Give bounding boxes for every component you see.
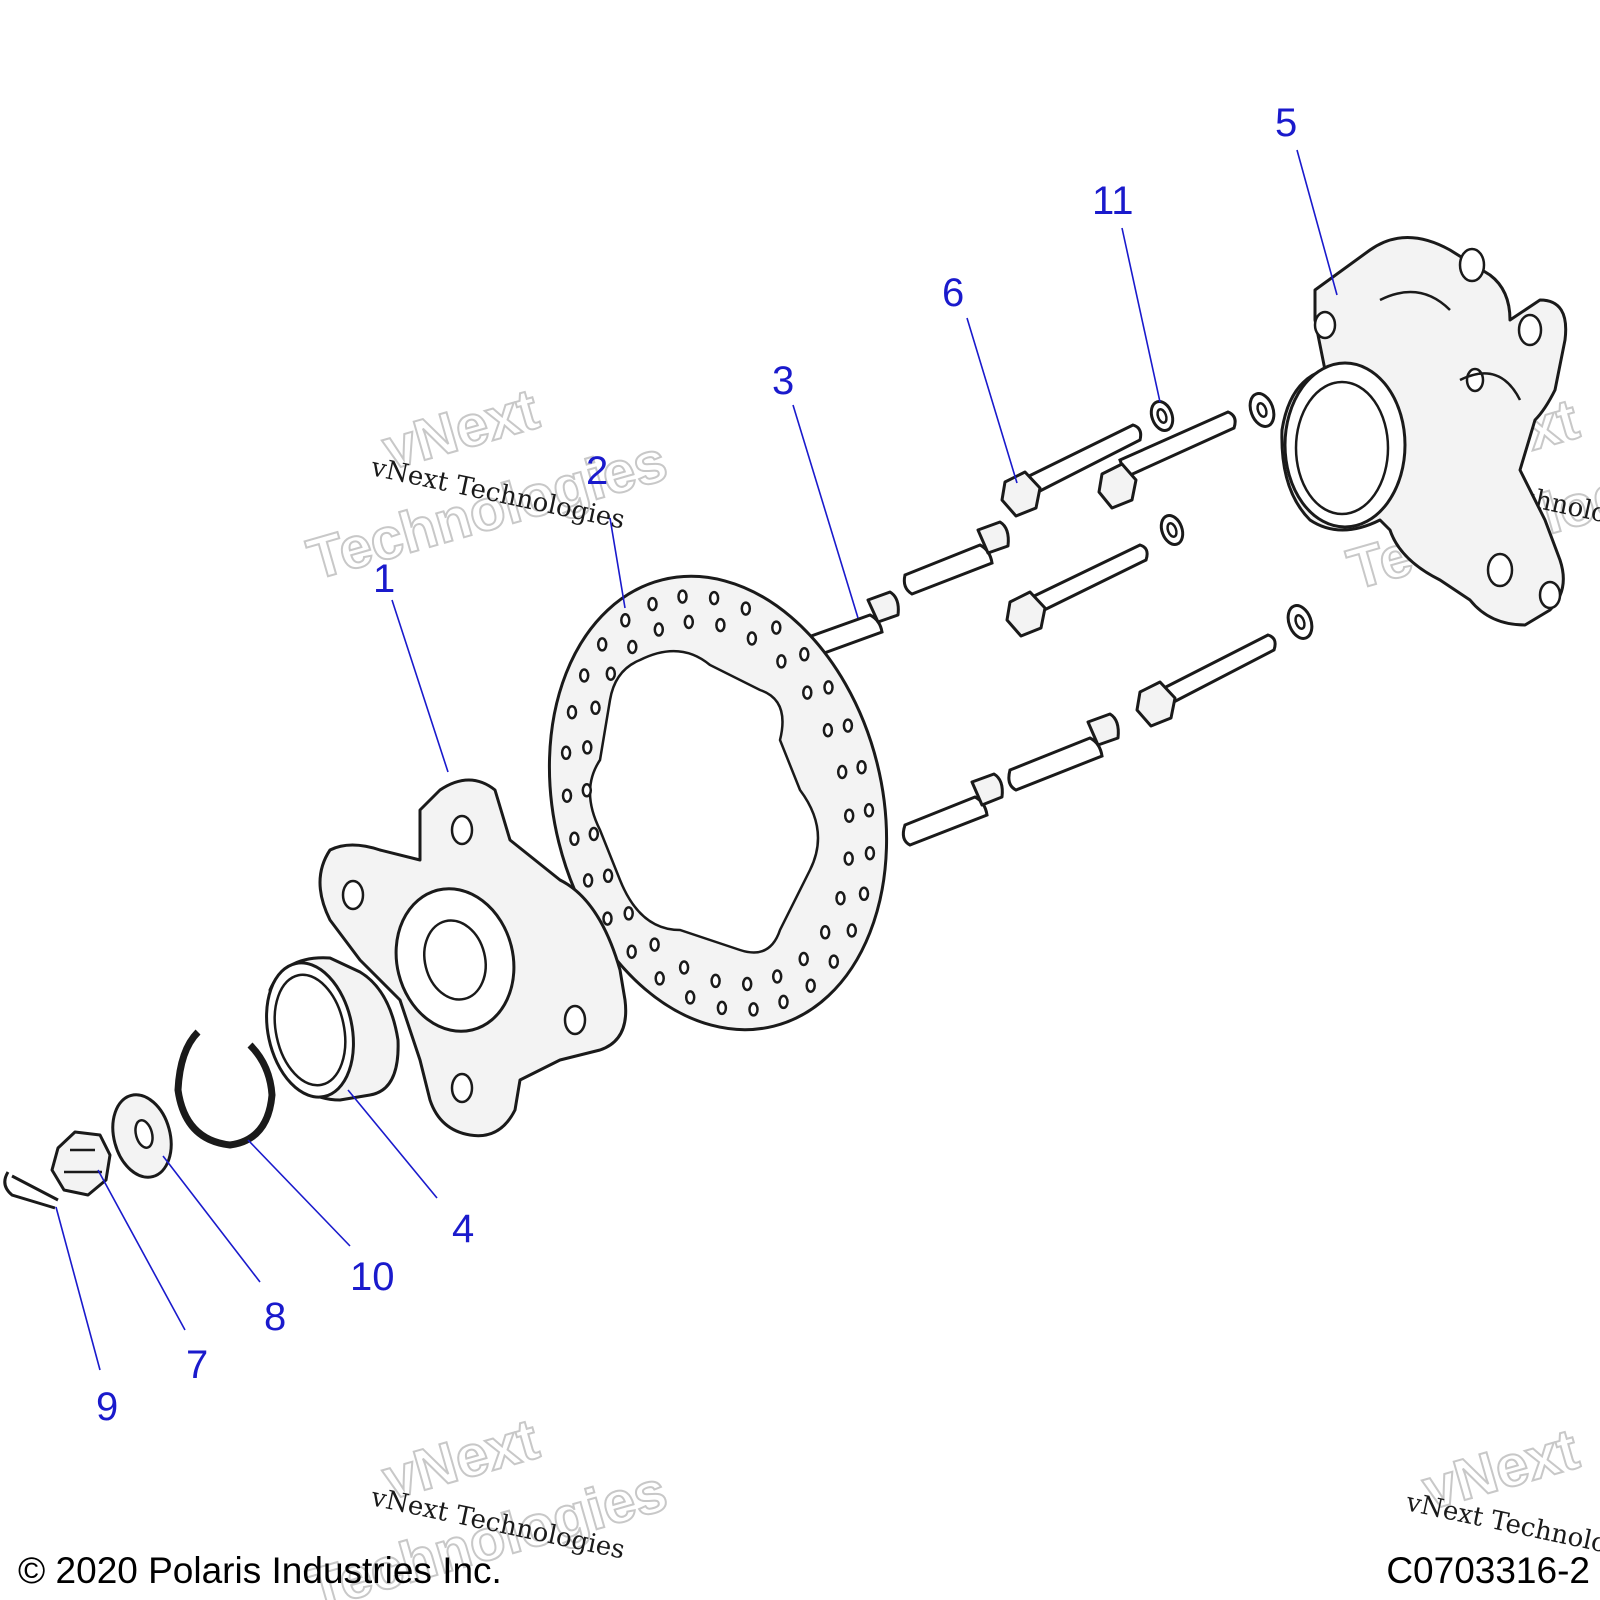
callout-6: 6 [942,271,964,315]
rotor-hole [602,868,614,884]
leader-3 [792,404,859,619]
leader-9 [55,1206,101,1371]
watermark-bottom-right: vNext vNext Technologies [1403,1415,1600,1570]
rotor-hole [602,911,613,926]
rotor-hole [684,990,696,1005]
rotor-hole [626,944,637,959]
washers [1149,392,1314,640]
rotor-hole [578,668,590,683]
rotor-hole [605,666,617,681]
rotor-hole [590,700,601,716]
rotor-hole [771,620,782,635]
rotor-hole [678,960,690,975]
rotor-hole [828,954,840,969]
rotor-hole [569,831,580,847]
rotor-hole [715,617,726,633]
brake-rotor [547,574,889,1032]
rotor-hole [748,1002,759,1017]
leader-5 [1296,149,1338,296]
leader-lines [55,149,1338,1371]
rotor-hole [776,654,787,669]
flat-washer [111,1093,173,1179]
callout-4: 4 [452,1207,474,1251]
callout-11: 11 [1092,179,1134,223]
rotor-hole [823,680,834,695]
rotor-hole [858,886,870,902]
leader-11 [1121,227,1161,403]
rotor-hole [799,647,810,662]
rotor-hole [582,873,594,888]
rotor-hole [654,971,665,986]
knuckle [1280,236,1568,627]
rotor-hole [802,685,813,700]
rotor-hole [843,808,855,823]
rotor-hole [842,718,854,733]
drawing-number: C0703316-2 [1386,1550,1590,1591]
rotor-hole [856,759,867,775]
callout-1: 1 [373,557,395,601]
callout-7: 7 [186,1343,208,1387]
cotter-pin [3,1171,59,1210]
rotor-hole [864,845,876,861]
rotor-hole [653,622,665,637]
callout-3: 3 [772,359,794,403]
rotor-hole [716,1000,728,1016]
bolts [1000,410,1277,728]
callout-8: 8 [264,1295,286,1339]
rotor-hole [863,803,875,818]
rotor-hole [649,937,660,952]
rotor-hole [778,994,789,1010]
copyright-notice: © 2020 Polaris Industries Inc. [18,1550,502,1591]
callout-labels: 1 2 3 4 5 6 7 8 9 10 11 [96,101,1297,1429]
rotor-hole [677,589,688,604]
rotor-hole [819,925,831,940]
rotor-hole [683,614,695,630]
rotor-hole [566,704,578,720]
rotor-hole [582,740,593,755]
rotor-hole [835,890,846,906]
rotor-hole [843,851,854,866]
rotor-hole [741,976,753,992]
snap-ring [174,1029,276,1149]
leader-10 [247,1139,351,1247]
watermark-top-left: vNext Technologies vNext Technologies [300,375,675,593]
rotor-hole [710,973,721,989]
rotor-hole [620,613,631,628]
callout-10: 10 [350,1255,395,1299]
rotor-hole [798,951,809,967]
rotor-hole [805,978,816,993]
rotor-hole [846,923,858,938]
rotor-hole [836,764,848,780]
rotor-hole [561,788,573,803]
rotor-hole [623,906,634,921]
rotor-hole [647,596,658,612]
callout-5: 5 [1275,101,1297,145]
rotor-hole [746,631,758,646]
rotor-hole [627,639,638,655]
rotor-hole [596,637,608,652]
callout-2: 2 [586,449,608,493]
leader-4 [347,1089,438,1199]
rotor-hole [588,826,600,842]
leader-2 [609,517,626,609]
rotor-hole [581,783,593,798]
rotor-hole [740,601,752,616]
callout-9: 9 [96,1385,118,1429]
rotor-drill-holes [560,589,876,1017]
leader-7 [97,1169,186,1331]
leader-1 [391,599,449,773]
castle-nut [50,1130,112,1197]
leader-6 [966,317,1018,484]
rotor-hole [560,745,572,761]
rotor-hole [771,969,783,984]
wheel-hub [318,778,628,1138]
wheel-bearing [265,956,400,1102]
rotor-hole [822,722,834,738]
leader-8 [162,1155,261,1283]
rotor-hole [708,590,720,606]
